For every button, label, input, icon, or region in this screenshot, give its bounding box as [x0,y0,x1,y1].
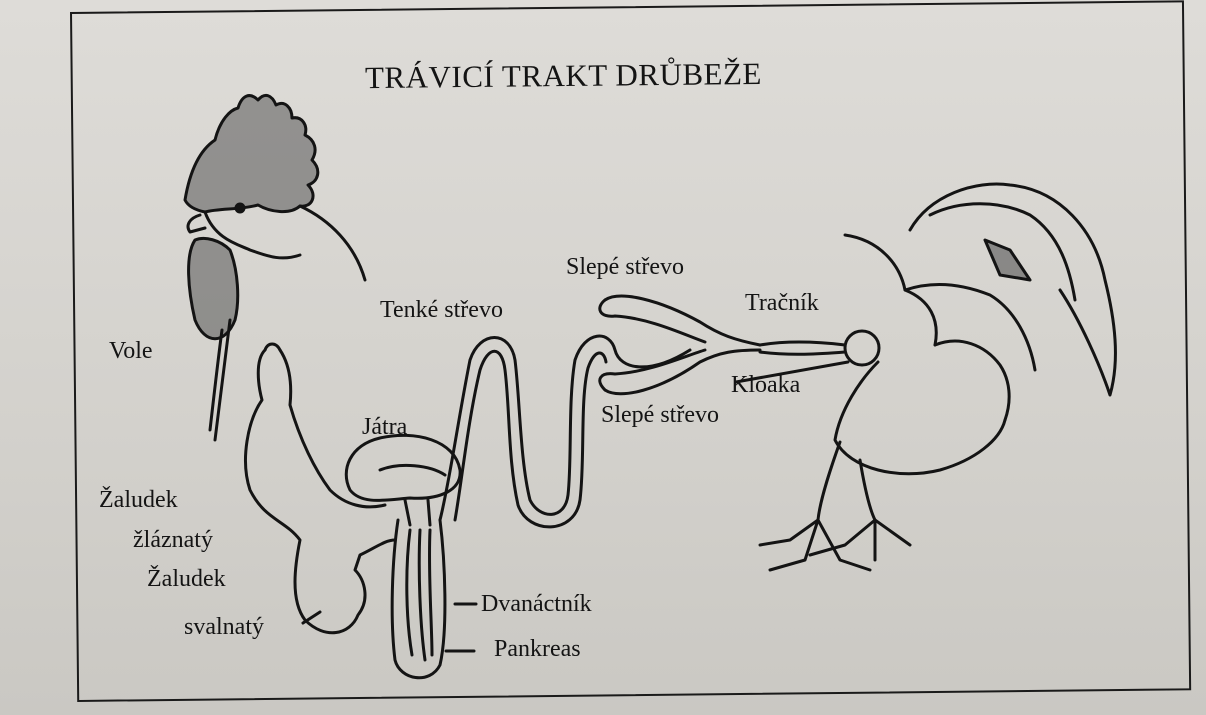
small-intestine [440,336,690,527]
label-caecum-bottom: Slepé střevo [601,403,719,427]
diagram-title: TRÁVICÍ TRAKT DRŮBEŽE [365,56,762,96]
label-crop: Vole [109,339,153,363]
crop-and-stomach-shape [246,344,395,633]
label-small-intestine: Tenké střevo [380,298,503,322]
rooster-head-illustration [185,95,365,440]
label-proventriculus-line1: Žaludek [99,488,178,512]
label-cloaca: Kloaka [731,373,800,397]
rooster-body-illustration [760,184,1115,570]
duodenum-loop [392,500,445,678]
liver-shape [346,435,460,500]
label-liver: Játra [362,415,407,439]
label-colon: Tračník [745,291,819,315]
label-pancreas: Pankreas [494,637,581,661]
label-gizzard-line2: svalnatý [184,615,264,639]
label-duodenum: Dvanáctník [481,592,592,616]
label-caecum-top: Slepé střevo [566,255,684,279]
label-proventriculus-line2: žláznatý [133,528,213,552]
label-gizzard-line1: Žaludek [147,567,226,591]
